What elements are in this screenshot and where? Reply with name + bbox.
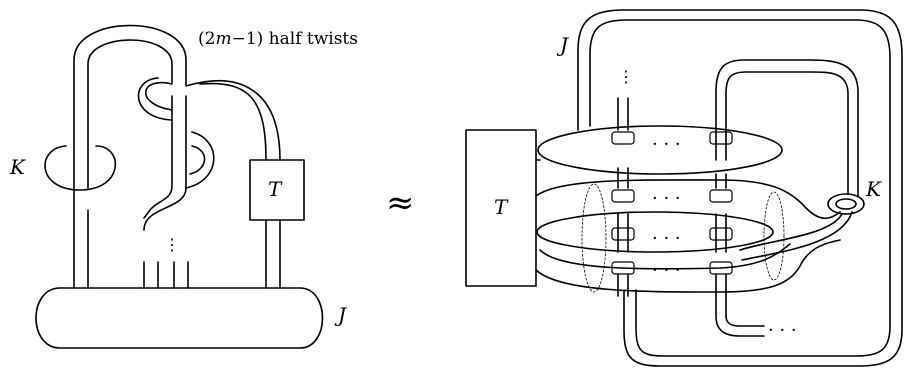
ellipsis-row-4: · · · — [652, 260, 681, 281]
k-strand-down-outer — [739, 213, 843, 251]
tangle-box-right — [465, 129, 537, 287]
hook-left — [137, 77, 173, 121]
ellipsis-row-3: · · · — [652, 228, 681, 249]
left-arch-outer — [73, 24, 187, 289]
left-arch-inner — [87, 39, 173, 289]
top-loop-inner — [144, 71, 173, 111]
base-label-left: J — [334, 303, 347, 327]
lower-lobe — [535, 179, 841, 293]
k-strand-down-inner — [741, 211, 853, 261]
clasp-group — [611, 131, 733, 275]
outer-frame-inner — [589, 19, 891, 357]
band-label-right: J — [556, 33, 569, 57]
right-diagram — [465, 9, 903, 367]
knot-label-left: K — [9, 155, 26, 179]
top-loop-back — [199, 82, 267, 161]
outer-frame-outer — [577, 9, 903, 367]
center-strand-1 — [143, 95, 173, 219]
vertical-dots-left: ⋮ — [164, 235, 180, 254]
center-strand-2 — [143, 95, 187, 231]
relation-symbol: ≈ — [386, 183, 415, 223]
k-strand-outer — [715, 59, 859, 197]
twist-hook-inner — [189, 145, 206, 175]
ellipsis-bottom: · · · — [768, 320, 797, 341]
left-diagram — [35, 24, 324, 349]
top-ellipse — [537, 125, 783, 175]
cross-section-right — [763, 191, 785, 281]
k-strand-inner — [725, 71, 849, 195]
ellipsis-row-1: · · · — [652, 134, 681, 155]
tangle-label-right: T — [494, 195, 509, 219]
knot-disk-right — [827, 193, 865, 215]
twist-label: (2m−1) half twists — [198, 29, 358, 49]
cross-section-left — [581, 183, 607, 293]
twist-hook — [185, 131, 215, 189]
tangle-box-left — [249, 159, 305, 221]
ellipsis-row-2: · · · — [652, 188, 681, 209]
lower-inner-arc — [539, 243, 791, 270]
middle-ellipse — [536, 211, 774, 253]
base-band-J — [35, 287, 324, 349]
knot-K-left — [44, 145, 117, 191]
knot-label-right: K — [865, 177, 882, 201]
bottom-strand-inner — [725, 289, 765, 327]
tangle-label-left: T — [268, 177, 283, 201]
knot-disk-right-inner — [835, 198, 857, 210]
bottom-strand-outer — [715, 289, 765, 337]
vertical-dots-right: ⋮ — [618, 67, 634, 86]
top-loop-outer — [185, 71, 281, 161]
